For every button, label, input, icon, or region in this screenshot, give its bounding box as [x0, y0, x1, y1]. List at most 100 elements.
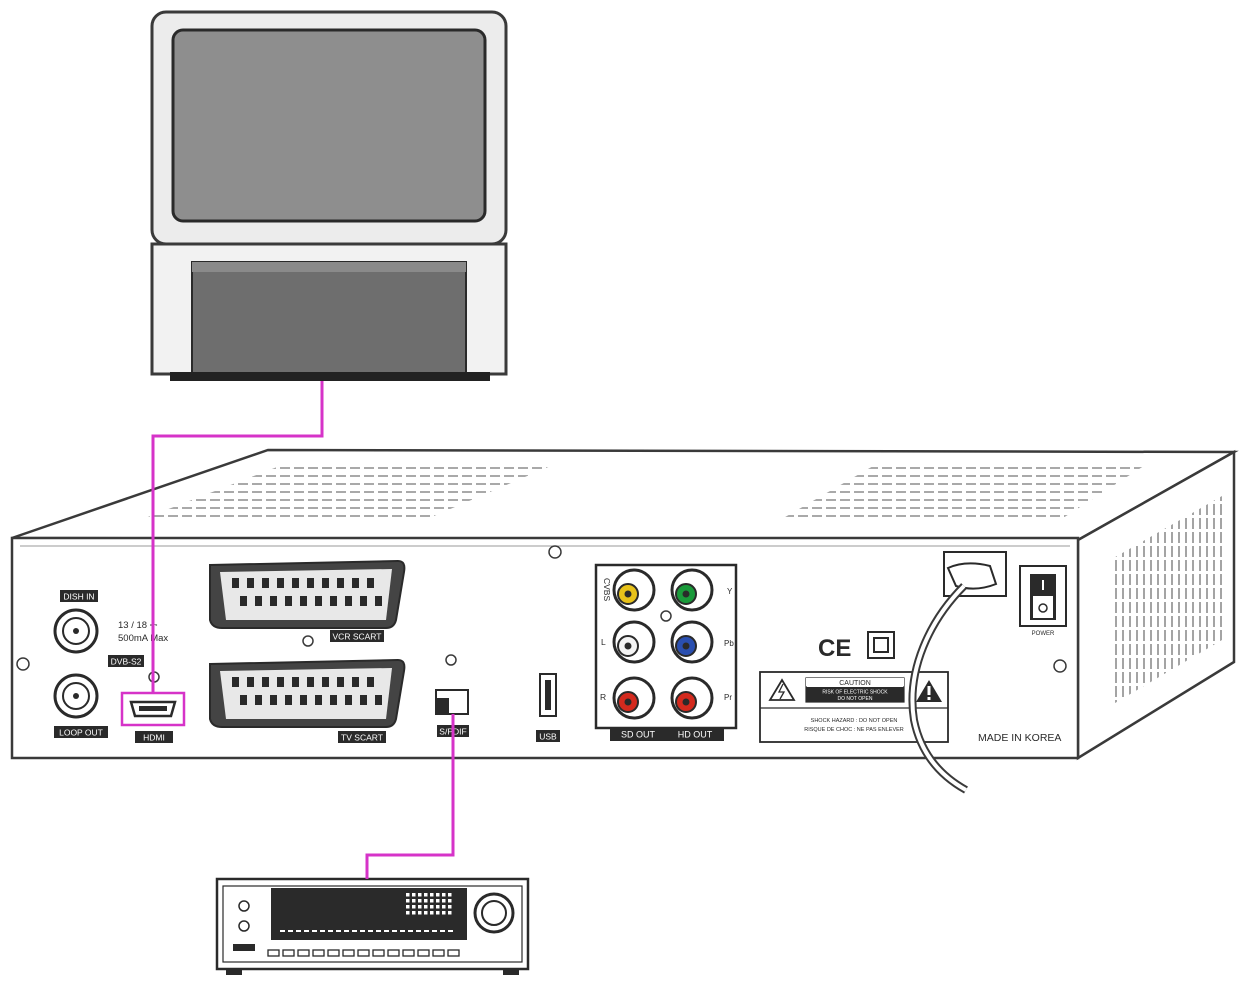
scart-pin [367, 677, 374, 687]
scart-pin [322, 578, 329, 588]
television [150, 10, 508, 381]
scart-pin [270, 596, 277, 606]
scart-pin [232, 677, 239, 687]
amplifier-button [357, 949, 370, 957]
optical-audio-cable [365, 714, 455, 879]
hdmi-port [120, 691, 186, 727]
display-dot [418, 911, 422, 915]
amplifier-button [297, 949, 310, 957]
display-dot [406, 899, 410, 903]
display-segment [344, 930, 349, 932]
display-dot [412, 911, 416, 915]
tv-screen [171, 28, 487, 223]
scart-pin [247, 578, 254, 588]
scart-pin [352, 677, 359, 687]
amplifier-button [267, 949, 280, 957]
display-dot [442, 911, 446, 915]
display-dot [430, 911, 434, 915]
audio-left-label: L [601, 637, 606, 647]
hdmi-cable [151, 381, 324, 693]
sd-out-label: SD OUT [621, 730, 656, 740]
scart-pin [352, 578, 359, 588]
scart-pin [232, 578, 239, 588]
amplifier-button [447, 949, 460, 957]
component-y-label: Y [727, 587, 733, 596]
scart-pin [262, 677, 269, 687]
display-dot [412, 905, 416, 909]
dish-in-connector [53, 608, 99, 654]
scart-pin [337, 578, 344, 588]
scart-pin [322, 677, 329, 687]
shock-warning-line-1: SHOCK HAZARD : DO NOT OPEN [811, 718, 898, 724]
amplifier-button [312, 949, 325, 957]
ce-mark: CE [818, 635, 851, 662]
lightning-warning-icon [768, 678, 796, 701]
component-pr-label: Pr [724, 693, 732, 702]
voltage-label: 13 / 18 ⎓ [118, 620, 158, 631]
amplifier-button [402, 949, 415, 957]
scart-pin [285, 596, 292, 606]
scart-pin [292, 677, 299, 687]
tv-scart-port [209, 658, 406, 728]
rca-pr-jack [670, 676, 714, 720]
scart-pin [277, 578, 284, 588]
scart-pin [285, 695, 292, 705]
display-segment [312, 930, 317, 932]
dvb-s2-label: DVB-S2 [111, 657, 142, 667]
scart-pin [292, 578, 299, 588]
scart-pin [345, 596, 352, 606]
scart-pin [300, 695, 307, 705]
dish-in-label: DISH IN [63, 592, 94, 602]
audio-amplifier [215, 877, 530, 975]
current-label: 500mA Max [118, 633, 168, 644]
display-segment [280, 930, 285, 932]
scart-pin [255, 596, 262, 606]
scart-pin [315, 596, 322, 606]
usb-port [539, 673, 557, 717]
power-inlet [943, 551, 1007, 597]
display-dot [442, 893, 446, 897]
display-segment [440, 930, 445, 932]
rca-audio-right-jack [612, 676, 656, 720]
scart-pin [255, 695, 262, 705]
scart-pin [247, 677, 254, 687]
scart-pin [375, 695, 382, 705]
audio-right-label: R [600, 692, 606, 702]
loop-out-label: LOOP OUT [59, 728, 103, 738]
tv-scart-label: TV SCART [341, 733, 383, 743]
scart-pin [367, 578, 374, 588]
scart-pin [307, 677, 314, 687]
cvbs-label: CVBS [602, 578, 612, 601]
made-in-label: MADE IN KOREA [978, 732, 1061, 744]
amplifier-button [417, 949, 430, 957]
amplifier-button [432, 949, 445, 957]
display-dot [436, 899, 440, 903]
spdif-port [435, 689, 469, 715]
display-segment [320, 930, 325, 932]
scart-pin [262, 578, 269, 588]
display-segment [376, 930, 381, 932]
rca-y-jack [670, 568, 714, 612]
rca-audio-left-jack [612, 620, 656, 664]
display-segment [448, 930, 453, 932]
display-dot [418, 893, 422, 897]
usb-label: USB [539, 732, 557, 742]
caution-line-1: RISK OF ELECTRIC SHOCK [822, 690, 888, 696]
display-segment [336, 930, 341, 932]
display-segment [296, 930, 301, 932]
display-dot [436, 893, 440, 897]
scart-pin [345, 695, 352, 705]
display-segment [352, 930, 357, 932]
amplifier-button [342, 949, 355, 957]
hd-out-label: HD OUT [678, 730, 713, 740]
scart-pin [270, 695, 277, 705]
double-insulation-icon [867, 631, 895, 659]
power-label: POWER [1032, 631, 1055, 637]
display-segment [304, 930, 309, 932]
display-segment [360, 930, 365, 932]
display-dot [442, 905, 446, 909]
rca-pb-jack [670, 620, 714, 664]
display-dot [418, 905, 422, 909]
amplifier-button [327, 949, 340, 957]
